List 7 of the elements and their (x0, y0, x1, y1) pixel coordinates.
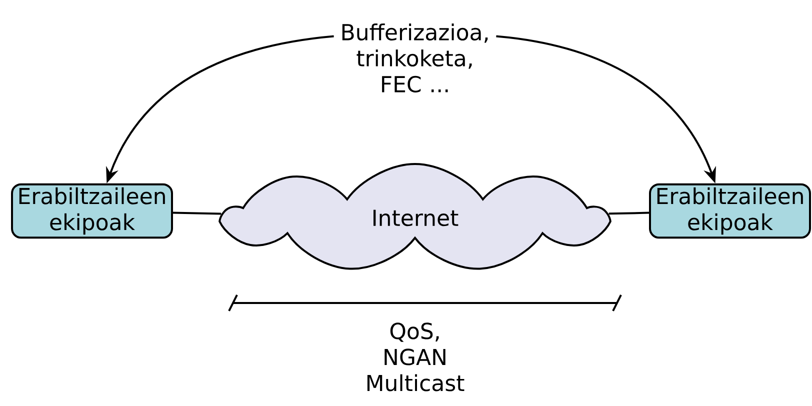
technique-text: Bufferizazioa, trinkoketa, FEC ... (342, 23, 488, 92)
note-text: QoS, NGAN Multicast (367, 322, 464, 392)
connector-line (608, 212, 650, 215)
internet-cloud: Internet (218, 162, 612, 270)
device-box: Erabiltzaileen ekipoak (649, 183, 811, 239)
connector-line (172, 212, 222, 215)
device-box: Erabiltzaileen ekipoak (11, 183, 173, 239)
